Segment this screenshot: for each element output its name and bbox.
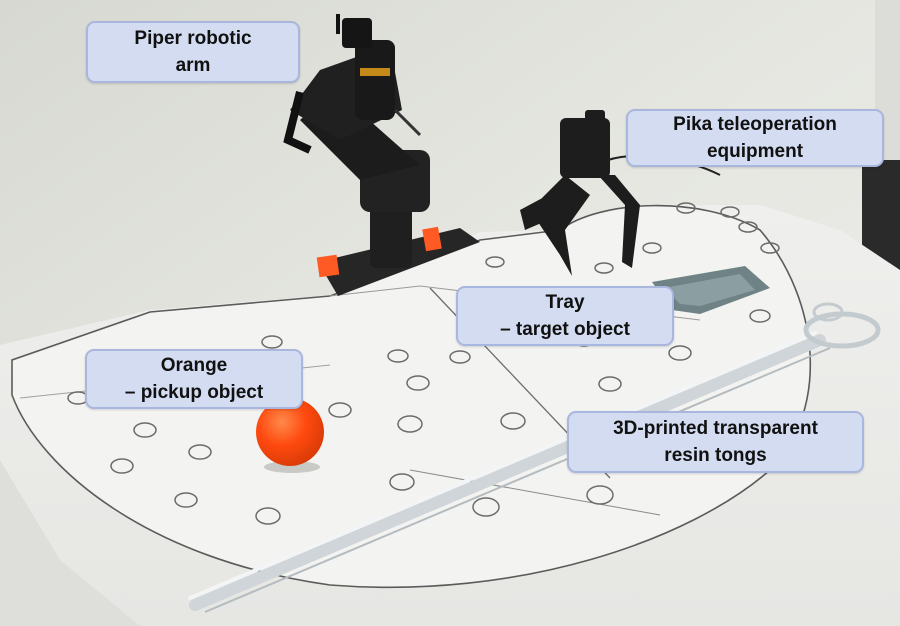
- grid-circles: [67, 202, 780, 525]
- label-tongs: 3D-printed transparent resin tongs: [567, 411, 864, 473]
- label-tongs-line-2: resin tongs: [664, 445, 767, 466]
- pika-equipment: [520, 110, 721, 276]
- label-piper-arm-line-1: Piper robotic: [134, 28, 252, 49]
- orange: [256, 398, 324, 473]
- tray: [652, 266, 770, 314]
- label-orange-line-2: – pickup object: [124, 382, 264, 403]
- label-pika-equipment: Pika teleoperation equipment: [626, 109, 884, 167]
- resin-tongs: [188, 302, 881, 613]
- label-pika-line-1: Pika teleoperation: [673, 114, 837, 135]
- label-tray-line-2: – target object: [500, 319, 630, 340]
- label-tray: Tray – target object: [456, 286, 674, 346]
- piper-arm: [283, 14, 480, 296]
- label-pika-line-2: equipment: [706, 141, 804, 162]
- label-piper-arm-line-2: arm: [175, 55, 211, 76]
- label-piper-arm: Piper robotic arm: [86, 21, 300, 83]
- label-orange-line-1: Orange: [160, 355, 228, 376]
- label-tray-line-1: Tray: [545, 292, 585, 313]
- label-tongs-line-1: 3D-printed transparent: [613, 418, 818, 439]
- label-orange: Orange – pickup object: [85, 349, 303, 409]
